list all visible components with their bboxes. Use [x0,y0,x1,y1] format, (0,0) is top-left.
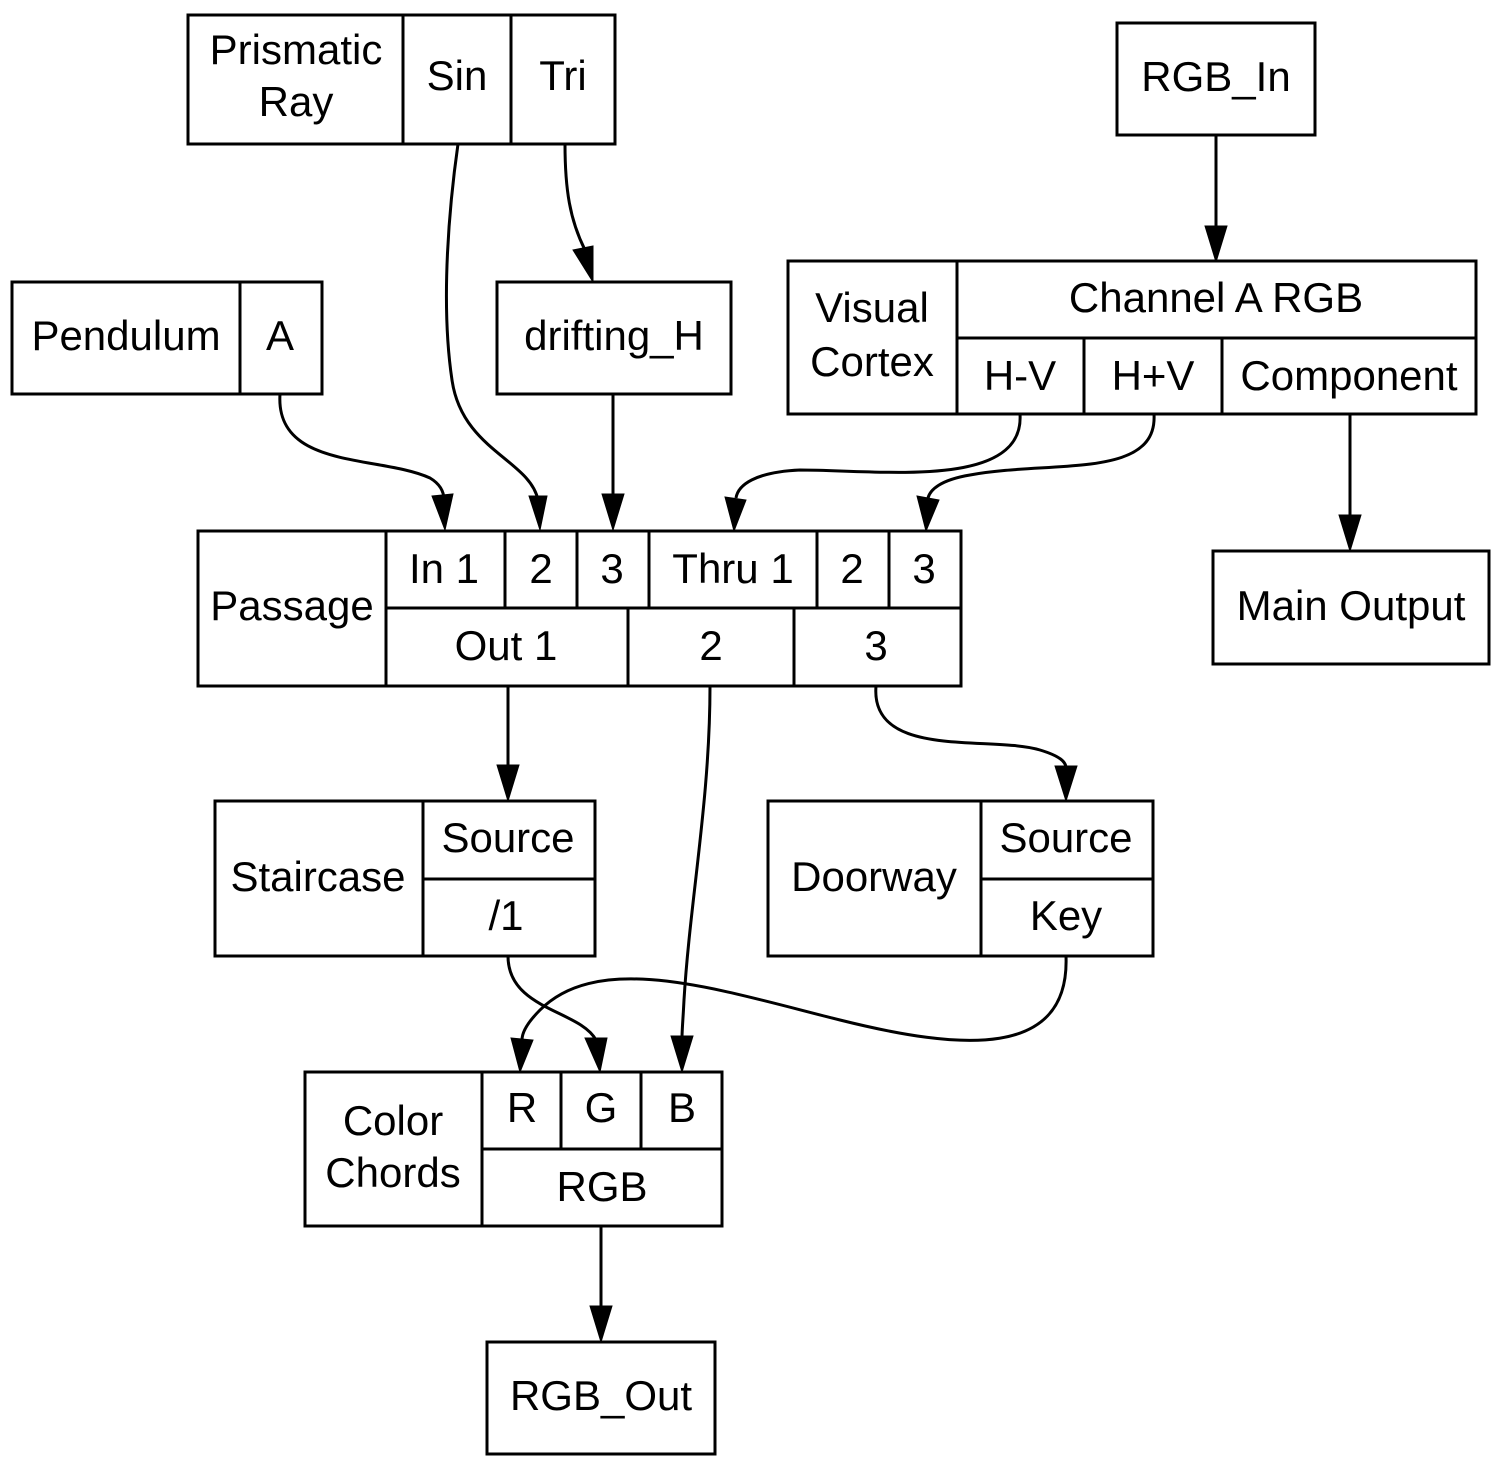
port-tri: Tri [539,52,586,99]
node-passage: Passage In 1 2 3 Thru 1 2 3 Out 1 2 3 [196,529,963,688]
prismatic-ray-title-line1: Prismatic [210,26,383,73]
rgb-out-label: RGB_Out [510,1372,692,1419]
port-b: B [668,1084,696,1131]
node-visual-cortex: Visual Cortex Channel A RGB H-V H+V Comp… [786,259,1478,416]
edge-visual-hmv-to-passage-thru1 [724,413,1022,533]
pendulum-title: Pendulum [31,312,220,359]
passage-title: Passage [210,582,373,629]
staircase-title: Staircase [230,853,405,900]
node-prismatic-ray: Prismatic Ray Sin Tri [186,13,617,146]
node-staircase: Staircase Source /1 [213,799,597,958]
edge-prismatic-tri-to-drifting [563,143,594,284]
node-main-output: Main Output [1211,549,1491,666]
port-in-3: 3 [600,545,623,592]
visual-cortex-title-line2: Cortex [810,338,934,385]
port-out-2: 2 [699,622,722,669]
edge-passage-out2-to-colorchords-b [670,685,712,1074]
port-in-1: In 1 [409,545,479,592]
edge-doorway-key-to-colorchords-r [510,955,1068,1074]
node-pendulum: Pendulum A [10,280,324,396]
edge-colorchords-rgb-to-rgbout [589,1226,613,1344]
main-output-label: Main Output [1237,582,1466,629]
port-thru-2: 2 [840,545,863,592]
doorway-port-key: Key [1030,892,1102,939]
node-rgb-out: RGB_Out [485,1340,717,1456]
edge-passage-out3-to-doorway-source [874,685,1078,803]
prismatic-ray-title-line2: Ray [259,78,334,125]
edge-visual-component-to-main-output [1338,414,1362,553]
node-rgb-in: RGB_In [1115,21,1317,137]
port-h-plus-v: H+V [1112,352,1195,399]
node-color-chords: Color Chords R G B RGB [303,1070,724,1228]
color-chords-title-line1: Color [343,1097,443,1144]
doorway-port-source: Source [999,814,1132,861]
doorway-title: Doorway [791,853,957,900]
port-r: R [507,1084,537,1131]
port-out-3: 3 [864,622,887,669]
port-rgb: RGB [556,1163,647,1210]
port-thru-3: 3 [912,545,935,592]
edge-drifting-to-passage-in3 [601,394,625,532]
channel-a-rgb-header: Channel A RGB [1069,274,1363,321]
port-h-minus-v: H-V [984,352,1056,399]
port-out-1: Out 1 [455,622,558,669]
port-in-2: 2 [529,545,552,592]
port-component: Component [1240,352,1457,399]
port-a: A [266,312,294,359]
color-chords-title-line2: Chords [325,1149,460,1196]
edge-prismatic-sin-to-passage-in2 [444,143,548,532]
staircase-port-source: Source [441,814,574,861]
node-drifting-h: drifting_H [495,280,733,396]
port-thru-1: Thru 1 [672,545,793,592]
port-g: G [585,1084,618,1131]
edge-staircase-div-to-colorchords-g [506,955,608,1074]
rgb-in-label: RGB_In [1141,53,1290,100]
edge-visual-hpv-to-passage-thru3 [916,413,1156,533]
drifting-h-label: drifting_H [524,312,704,359]
port-sin: Sin [427,52,488,99]
edge-passage-out1-to-staircase-source [496,686,520,803]
staircase-port-div1: /1 [488,892,523,939]
node-doorway: Doorway Source Key [766,799,1155,958]
visual-cortex-title-line1: Visual [815,284,929,331]
edge-pendulum-a-to-passage-in1 [278,393,454,532]
edge-rgbin-to-visual-cortex [1204,135,1228,264]
